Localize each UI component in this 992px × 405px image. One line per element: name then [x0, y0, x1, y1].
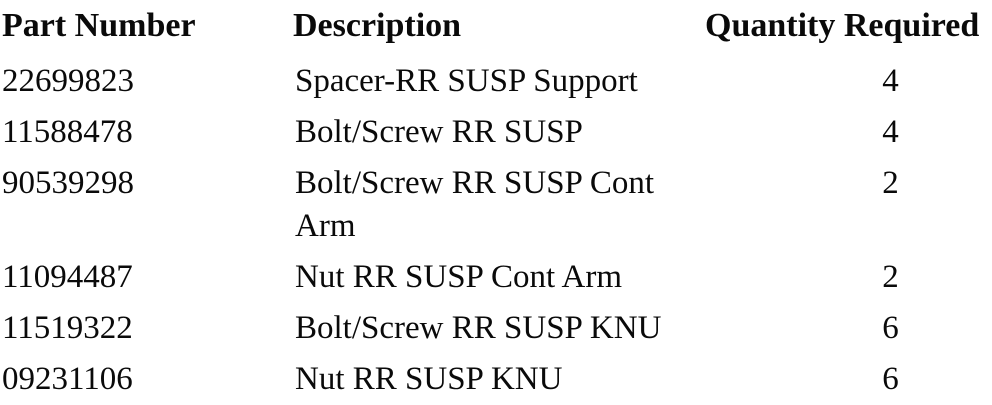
table-row: 22699823 Spacer-RR SUSP Support 4	[0, 56, 992, 107]
part-number-cell: 11588478	[2, 114, 133, 150]
table-row: 09231106 Nut RR SUSP KNU 6	[0, 354, 992, 405]
description-cell: Bolt/Screw RR SUSP KNU	[295, 310, 662, 346]
description-cell: Nut RR SUSP KNU	[295, 361, 563, 397]
quantity-cell: 6	[882, 310, 899, 346]
quantity-cell: 4	[882, 63, 899, 99]
quantity-cell: 4	[882, 114, 899, 150]
description-cell: Bolt/Screw RR SUSP Cont Arm	[295, 165, 655, 244]
column-header-part-number: Part Number	[2, 7, 196, 44]
table-row: 90539298 Bolt/Screw RR SUSP Cont Arm 2	[0, 158, 992, 252]
part-number-cell: 22699823	[2, 63, 134, 99]
part-number-cell: 11094487	[2, 259, 133, 295]
table-row: 11519322 Bolt/Screw RR SUSP KNU 6	[0, 303, 992, 354]
column-header-quantity-required: Quantity Required	[705, 7, 980, 44]
description-cell: Bolt/Screw RR SUSP	[295, 114, 583, 150]
quantity-cell: 2	[882, 259, 899, 295]
table-header-row: Part Number Description Quantity Require…	[0, 0, 992, 56]
table-row: 11588478 Bolt/Screw RR SUSP 4	[0, 107, 992, 158]
part-number-cell: 09231106	[2, 361, 133, 397]
part-number-cell: 11519322	[2, 310, 133, 346]
table-row: 11094487 Nut RR SUSP Cont Arm 2	[0, 252, 992, 303]
part-number-cell: 90539298	[2, 165, 134, 201]
column-header-description: Description	[293, 7, 462, 44]
quantity-cell: 6	[882, 361, 899, 397]
quantity-cell: 2	[882, 165, 899, 201]
table-header: Part Number Description Quantity Require…	[0, 0, 992, 56]
description-cell: Spacer-RR SUSP Support	[295, 63, 638, 99]
description-cell: Nut RR SUSP Cont Arm	[295, 259, 623, 295]
